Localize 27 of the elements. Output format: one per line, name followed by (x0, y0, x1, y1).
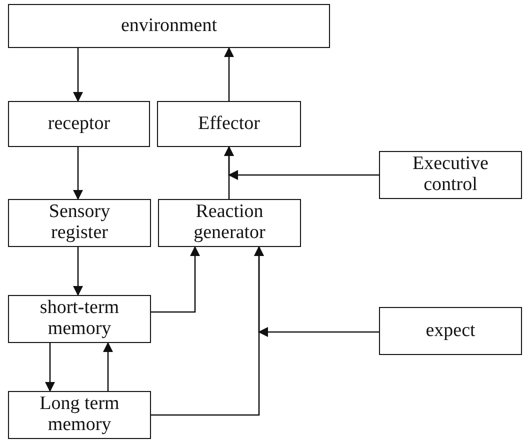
box-label: environment (120, 16, 218, 36)
process-box (8, 295, 151, 343)
box-label: Reaction generator (192, 202, 266, 244)
process-box (8, 4, 330, 48)
box-label: Long term memory (38, 394, 120, 436)
process-box (8, 101, 150, 147)
box-label: Executive control (412, 154, 490, 196)
arrow (254, 247, 379, 337)
box-label: Effector (198, 114, 260, 134)
process-box (158, 199, 301, 247)
process-box (379, 307, 522, 355)
process-box (8, 391, 151, 439)
arrow (224, 147, 379, 180)
arrow (45, 343, 55, 392)
arrow (73, 147, 83, 200)
box-label: expect (426, 320, 476, 342)
box-label: receptor (48, 114, 110, 134)
box-label: Sensory register (48, 202, 112, 244)
process-box (379, 151, 522, 199)
arrow (151, 246, 200, 313)
arrow (73, 48, 83, 102)
arrow (73, 247, 83, 296)
arrow (103, 342, 113, 391)
box-label: short-term memory (38, 298, 120, 340)
process-box (8, 199, 151, 247)
arrow (224, 47, 234, 101)
process-box (157, 101, 301, 147)
